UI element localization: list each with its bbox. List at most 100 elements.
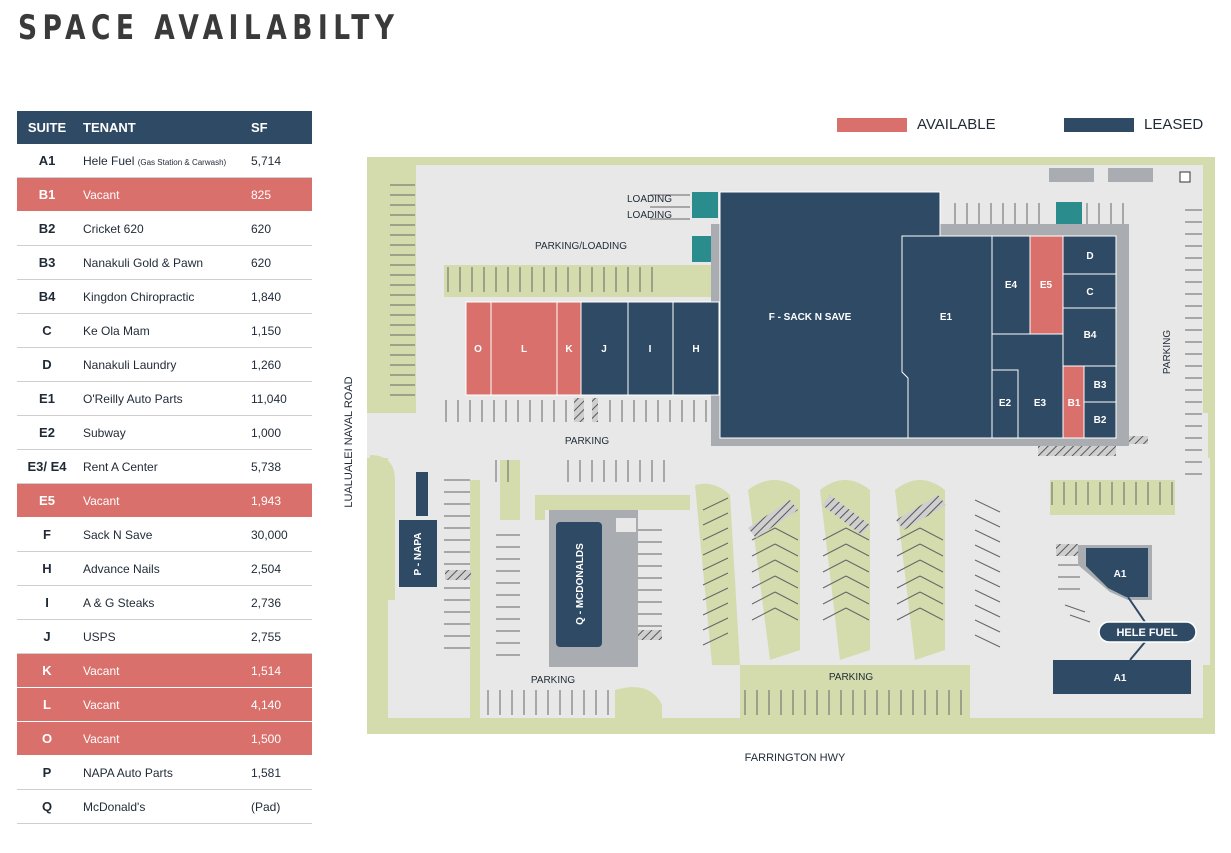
tenant-name: Advance Nails [83, 561, 160, 576]
hatched-area [896, 495, 946, 530]
sf-cell: 30,000 [245, 517, 312, 552]
tenant-name: Rent A Center [83, 459, 158, 474]
unit-label-e5: E5 [1040, 280, 1053, 291]
suite-cell: J [17, 619, 77, 654]
suite-cell: B2 [17, 211, 77, 246]
unit-b3[interactable] [1083, 365, 1117, 403]
mcd-drive-thru [616, 518, 636, 532]
suite-cell: B1 [17, 177, 77, 212]
hatched-area [574, 398, 584, 422]
unit-label-f: F - SACK N SAVE [769, 312, 852, 323]
tenant-cell: Vacant [77, 687, 245, 722]
tenant-name: Nanakuli Gold & Pawn [83, 255, 204, 270]
parking-stalls [390, 184, 1202, 715]
unit-label-b2: B2 [1094, 415, 1107, 426]
unit-label-o: O [474, 344, 482, 355]
suite-cell: I [17, 585, 77, 620]
loading-label-1: LOADING [627, 194, 672, 205]
unit-j[interactable] [580, 301, 629, 396]
unit-b2[interactable] [1083, 401, 1117, 439]
unit-label-e2: E2 [999, 398, 1012, 409]
tenant-cell: Subway [77, 415, 245, 450]
legend-leased: LEASED [1064, 116, 1203, 133]
table-row: H Advance Nails 2,504 [17, 551, 312, 586]
unit-h[interactable] [672, 301, 720, 396]
tenant-name: Vacant [83, 187, 120, 202]
table-row: O Vacant 1,500 [17, 721, 312, 756]
tenant-cell: O'Reilly Auto Parts [77, 381, 245, 416]
unit-e1[interactable] [901, 235, 993, 439]
sf-cell: 1,581 [245, 755, 312, 790]
suite-cell: E5 [17, 483, 77, 518]
tenant-name: Kingdon Chiropractic [83, 289, 195, 304]
table-row: B1 Vacant 825 [17, 177, 312, 212]
unit-label-k: K [565, 344, 573, 355]
landscape-strip-north [444, 265, 719, 297]
table-header-row: SUITE TENANT SF [17, 111, 312, 144]
suite-cell: H [17, 551, 77, 586]
unit-e3[interactable] [991, 333, 1064, 439]
unit-e2[interactable] [991, 369, 1019, 439]
unit-label-l: L [521, 344, 527, 355]
unit-o[interactable] [465, 301, 492, 396]
tenant-cell: Nanakuli Gold & Pawn [77, 245, 245, 280]
service-pad [1108, 168, 1153, 182]
sf-cell: 825 [245, 177, 312, 212]
hatched-area [445, 570, 471, 580]
unit-label-h: H [692, 344, 699, 355]
suite-cell: B4 [17, 279, 77, 314]
sf-cell: (Pad) [245, 789, 312, 824]
header-sf: SF [245, 111, 312, 144]
unit-label-e1: E1 [940, 312, 953, 323]
unit-c[interactable] [1062, 273, 1117, 309]
tenant-cell: Advance Nails [77, 551, 245, 586]
legend-available-label: AVAILABLE [917, 116, 996, 133]
sf-cell: 1,150 [245, 313, 312, 348]
suite-cell: D [17, 347, 77, 382]
unit-label-b1: B1 [1068, 398, 1081, 409]
unit-label-c: C [1086, 287, 1093, 298]
sf-cell: 1,000 [245, 415, 312, 450]
suite-cell: C [17, 313, 77, 348]
sf-cell: 1,500 [245, 721, 312, 756]
suite-cell: O [17, 721, 77, 756]
service-pad [1049, 168, 1094, 182]
tenant-name: McDonald's [83, 799, 146, 814]
unit-e5[interactable] [1029, 235, 1064, 335]
legend-leased-label: LEASED [1144, 116, 1204, 133]
sf-cell: 4,140 [245, 687, 312, 722]
tenant-name: USPS [83, 629, 116, 644]
unit-q[interactable] [556, 522, 602, 647]
unit-k[interactable] [556, 301, 582, 396]
tenant-name: Vacant [83, 697, 120, 712]
suite-cell: E3/ E4 [17, 449, 77, 484]
landscape-island [615, 687, 662, 730]
parking-mcd-label: PARKING [531, 675, 575, 686]
unit-e4[interactable] [991, 235, 1031, 337]
suite-cell: F [17, 517, 77, 552]
tenant-name: Ke Ola Mam [83, 323, 150, 338]
unit-a1-station[interactable] [1086, 548, 1148, 597]
unit-l[interactable] [490, 301, 558, 396]
sf-cell: 2,504 [245, 551, 312, 586]
suite-cell: B3 [17, 245, 77, 280]
suite-cell: A1 [17, 144, 77, 178]
unit-label-j: J [601, 344, 607, 355]
tenant-name: Vacant [83, 731, 120, 746]
sf-cell: 1,514 [245, 653, 312, 688]
unit-label-p: P - NAPA [413, 533, 424, 576]
unit-i[interactable] [627, 301, 674, 396]
suite-cell: P [17, 755, 77, 790]
unit-p[interactable] [399, 520, 437, 587]
legend-available: AVAILABLE [837, 116, 996, 133]
unit-label-a1-wash: A1 [1114, 673, 1127, 684]
unit-a1-wash[interactable] [1053, 660, 1191, 694]
tenant-cell: Vacant [77, 177, 245, 212]
